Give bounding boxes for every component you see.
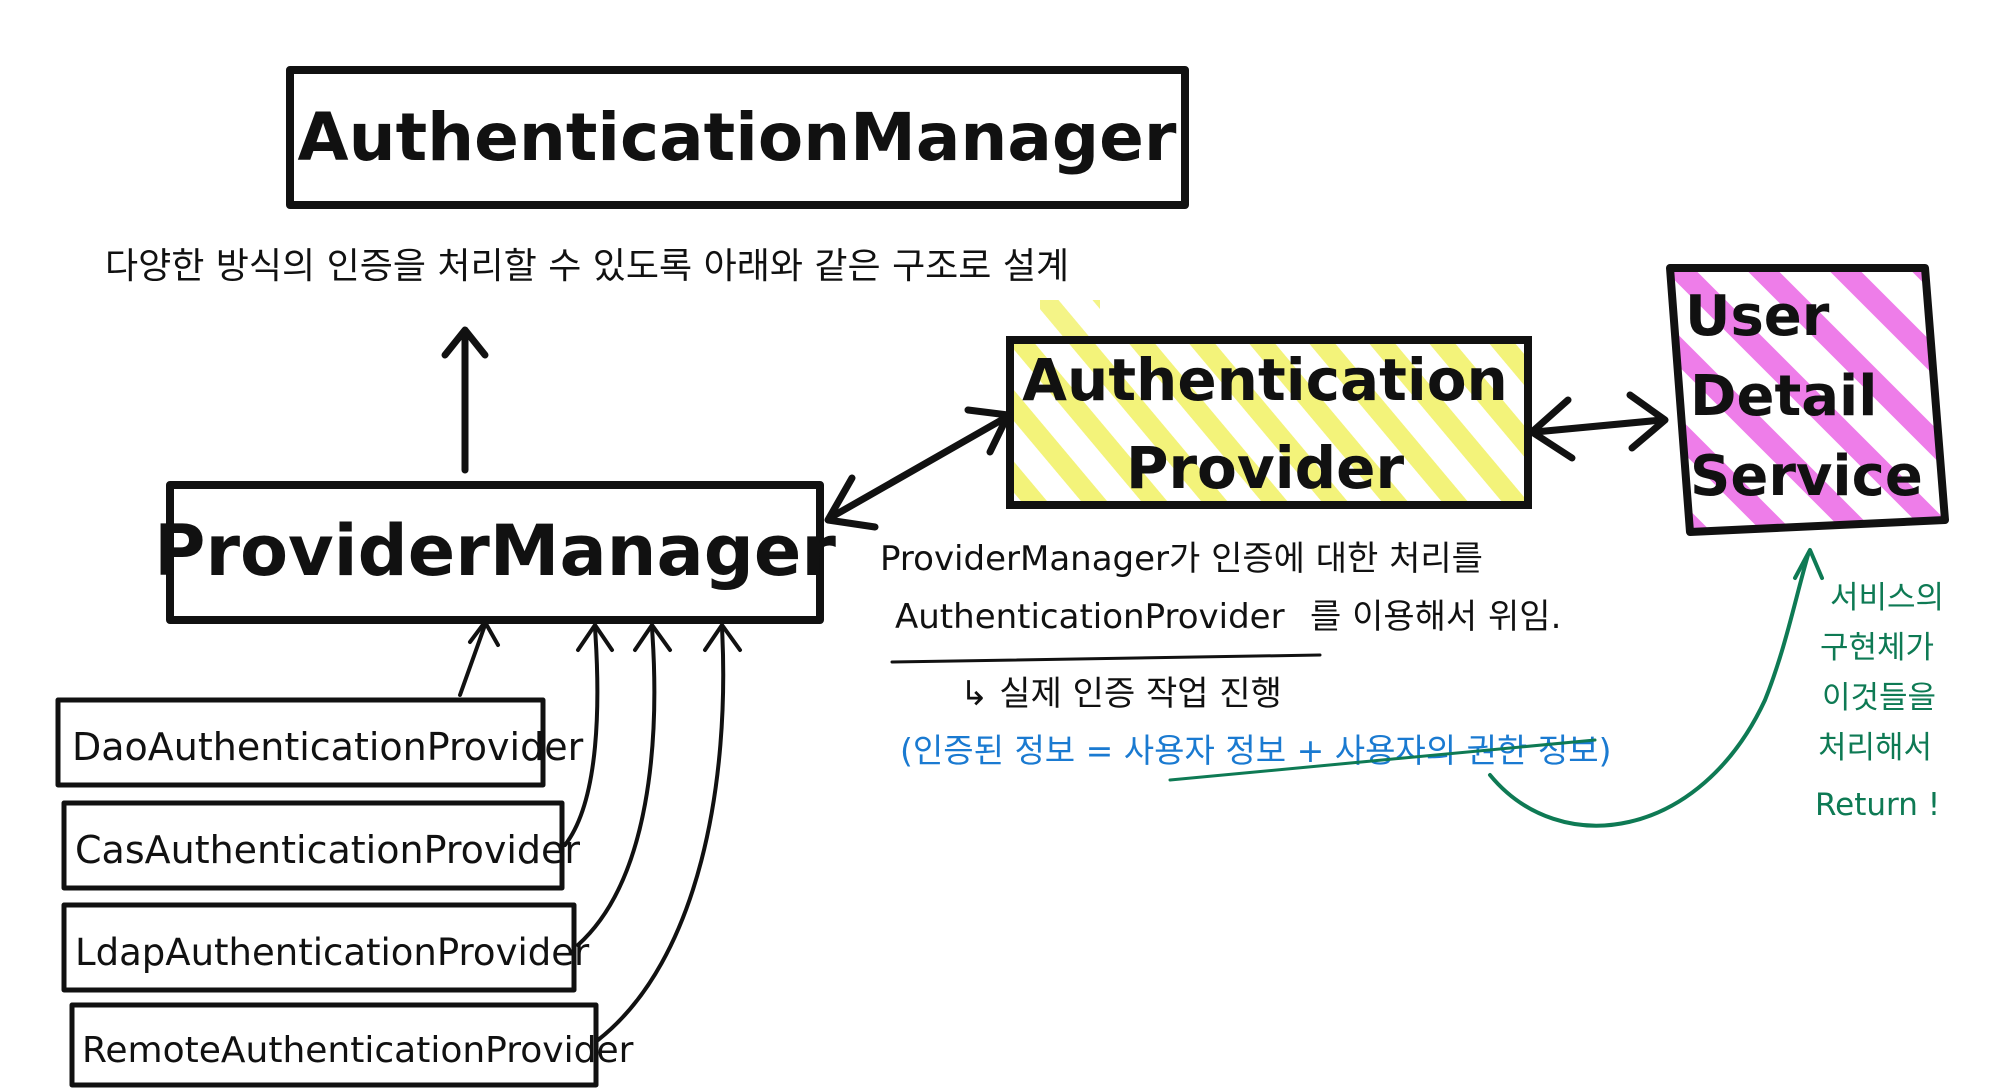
return-arrow [1488, 548, 1824, 828]
service-note: 서비스의 구현체가 이것들을 처리해서 Return ! [1815, 580, 1944, 823]
actual-auth-note: ↳ 실제 인증 작업 진행 [960, 674, 1282, 714]
provider-manager-box: ProviderManager [154, 481, 836, 624]
user-detail-service-label-line3: Service [1690, 444, 1923, 509]
user-detail-service-box: User Detail Service [1666, 264, 1949, 536]
delegation-note-line2-rest: 를 이용해서 위임. [1310, 597, 1561, 637]
provider-item-label: RemoteAuthenticationProvider [82, 1030, 634, 1071]
authentication-manager-box: AuthenticationManager [286, 66, 1189, 209]
manager-caption: 다양한 방식의 인증을 처리할 수 있도록 아래와 같은 구조로 설계 [105, 246, 1069, 287]
service-note-line: 서비스의 [1830, 580, 1944, 616]
authentication-provider-user-detail-service-arrow [1528, 391, 1669, 462]
authentication-provider-label-line1: Authentication [1022, 346, 1508, 414]
auth-info-note: (인증된 정보 = 사용자 정보 + 사용자의 권한 정보) [900, 731, 1611, 770]
provider-manager-authentication-provider-arrow [824, 406, 1012, 531]
provider-item: LdapAuthenticationProvider [61, 902, 590, 993]
delegation-note-provider-name: AuthenticationProvider [895, 597, 1285, 637]
provider-item: DaoAuthenticationProvider [55, 697, 584, 788]
provider-item: RemoteAuthenticationProvider [69, 1002, 634, 1088]
service-note-line: 처리해서 [1818, 730, 1932, 766]
delegation-note-line1: ProviderManager가 인증에 대한 처리를 [880, 539, 1483, 579]
service-note-line: 구현체가 [1820, 630, 1934, 666]
provider-manager-to-manager-arrow [441, 326, 489, 474]
authentication-provider-label-line2: Provider [1126, 434, 1405, 502]
authentication-manager-label: AuthenticationManager [298, 99, 1177, 176]
provider-item-label: CasAuthenticationProvider [75, 828, 580, 872]
provider-item-label: LdapAuthenticationProvider [75, 931, 590, 974]
user-detail-service-label-line2: Detail [1690, 364, 1877, 429]
provider-to-manager-arrows [458, 620, 742, 1042]
user-detail-service-label-line1: User [1685, 284, 1830, 349]
provider-list: DaoAuthenticationProvider CasAuthenticat… [55, 697, 634, 1088]
provider-item-label: DaoAuthenticationProvider [72, 725, 584, 769]
delegation-note: ProviderManager가 인증에 대한 처리를 Authenticati… [880, 539, 1611, 782]
provider-manager-label: ProviderManager [154, 510, 836, 592]
service-note-line: Return ! [1815, 787, 1940, 823]
service-note-line: 이것들을 [1822, 680, 1936, 716]
provider-item: CasAuthenticationProvider [61, 800, 580, 891]
authentication-provider-box: Authentication Provider [1006, 300, 1532, 509]
